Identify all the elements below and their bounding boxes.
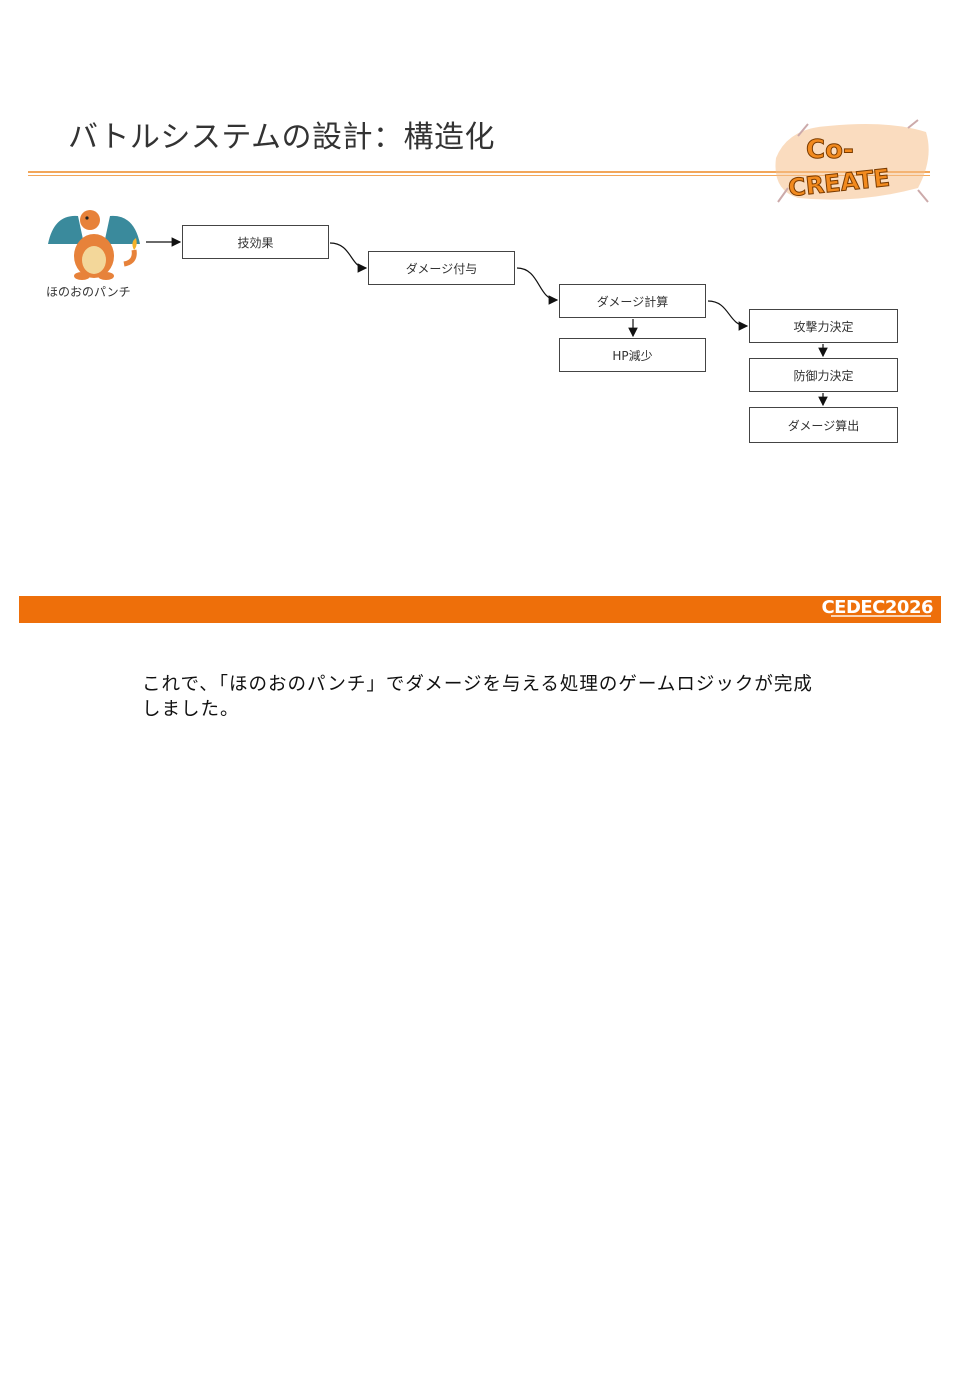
cedec-logo: CEDEC2026 bbox=[821, 597, 933, 618]
arrow-fuyo-to-keisan bbox=[516, 267, 559, 305]
box-damage-fuyo: ダメージ付与 bbox=[368, 251, 515, 285]
footer-bar: CEDEC2026 bbox=[19, 596, 941, 623]
slide-title: バトルシステムの設計：構造化 bbox=[68, 120, 495, 155]
title-rule-top bbox=[28, 171, 930, 173]
box-kougekiryoku: 攻撃力決定 bbox=[749, 309, 898, 343]
arrow-keisan-to-kougeki bbox=[707, 300, 749, 331]
logo-text-co: Co- bbox=[806, 135, 854, 165]
box-damage-sanshutsu: ダメージ算出 bbox=[749, 407, 898, 443]
co-create-logo: Co- CREATE bbox=[775, 119, 929, 203]
slide: バトルシステムの設計：構造化 Co- CREATE ほのおのパンチ bbox=[0, 0, 960, 640]
charizard-image bbox=[48, 210, 140, 280]
box-hp-genshou: HP減少 bbox=[559, 338, 706, 372]
flow-connectors bbox=[146, 237, 828, 407]
arrow-waza-to-fuyo bbox=[329, 242, 368, 273]
box-waza-kouka: 技効果 bbox=[182, 225, 329, 259]
cedec-logo-underline bbox=[831, 615, 931, 617]
caption-text: これで、「ほのおのパンチ」でダメージを与える処理のゲームロジックが完成しました。 bbox=[142, 674, 813, 720]
title-rule-bottom bbox=[28, 175, 930, 176]
character-label: ほのおのパンチ bbox=[46, 285, 131, 299]
box-bougyoryoku: 防御力決定 bbox=[749, 358, 898, 392]
box-damage-keisan: ダメージ計算 bbox=[559, 284, 706, 318]
